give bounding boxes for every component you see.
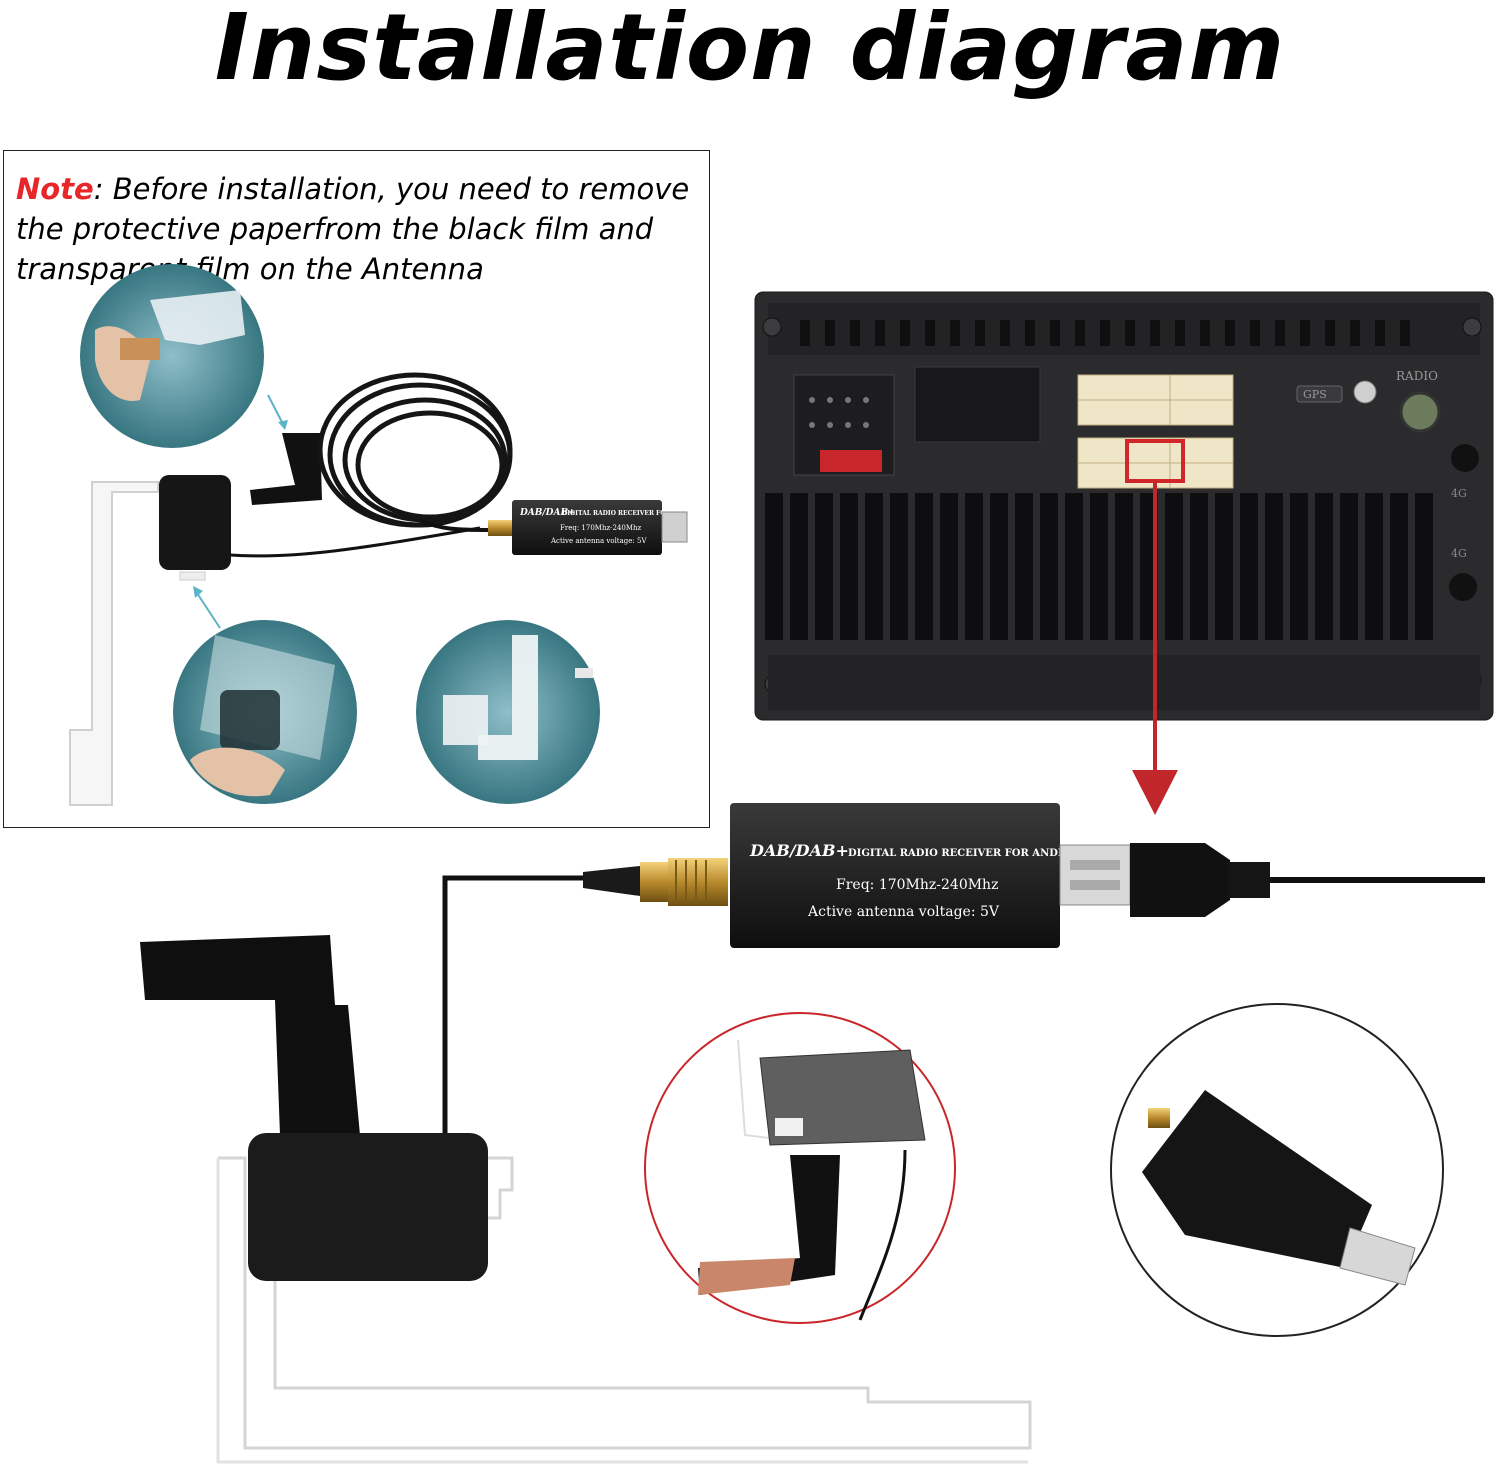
connection-arrow — [1132, 481, 1178, 815]
antenna-kit-photo: DAB/DAB+ DIGITAL RADIO RECEIVER FOR ANDR… — [69, 372, 706, 806]
antenna-bracket-photo — [416, 620, 600, 804]
antenna-film-strip — [140, 935, 360, 1135]
installation-note: Note: Before installation, you need to r… — [16, 169, 711, 289]
small-receiver-subtitle: DIGITAL RADIO RECEIVER FOR ANDROID — [562, 510, 706, 517]
gps-label: GPS — [1303, 388, 1327, 401]
small-receiver-voltage: Active antenna voltage: 5V — [550, 537, 647, 545]
small-receiver-photo: DAB/DAB+ DIGITAL RADIO RECEIVER FOR ANDR… — [512, 500, 706, 555]
4g-label-top: 4G — [1451, 487, 1467, 500]
4g-label-bottom: 4G — [1451, 547, 1467, 560]
note-label: Note — [16, 172, 94, 206]
receiver-detail-photo — [1110, 1003, 1444, 1337]
receiver-freq: Freq: 170Mhz-240Mhz — [836, 877, 998, 893]
small-receiver-brand: DAB/DAB+ — [519, 508, 576, 518]
head-unit-rear-panel: GPS RADIO 4G 4G — [754, 291, 1494, 721]
antenna-amplifier-block — [248, 1133, 488, 1281]
antenna-glass-plate — [216, 1156, 1032, 1464]
cables — [442, 875, 1485, 1140]
page-title: Installation diagram — [214, 0, 1286, 101]
small-receiver-freq: Freq: 170Mhz-240Mhz — [560, 524, 642, 532]
peel-film-photo-1 — [80, 264, 264, 448]
note-body: : Before installation, you need to remov… — [16, 172, 690, 286]
peel-film-photo-2 — [173, 620, 357, 804]
dab-receiver: DAB/DAB+ DIGITAL RADIO RECEIVER FOR ANDR… — [730, 803, 1089, 948]
radio-label: RADIO — [1396, 369, 1438, 383]
receiver-brand: DAB/DAB+ — [749, 841, 849, 860]
sma-connector — [583, 858, 728, 906]
usb-plug — [1059, 843, 1270, 917]
receiver-voltage: Active antenna voltage: 5V — [807, 904, 1000, 920]
antenna-detail-photo — [644, 1012, 956, 1324]
receiver-subtitle: DIGITAL RADIO RECEIVER FOR ANDROID — [848, 848, 1089, 859]
